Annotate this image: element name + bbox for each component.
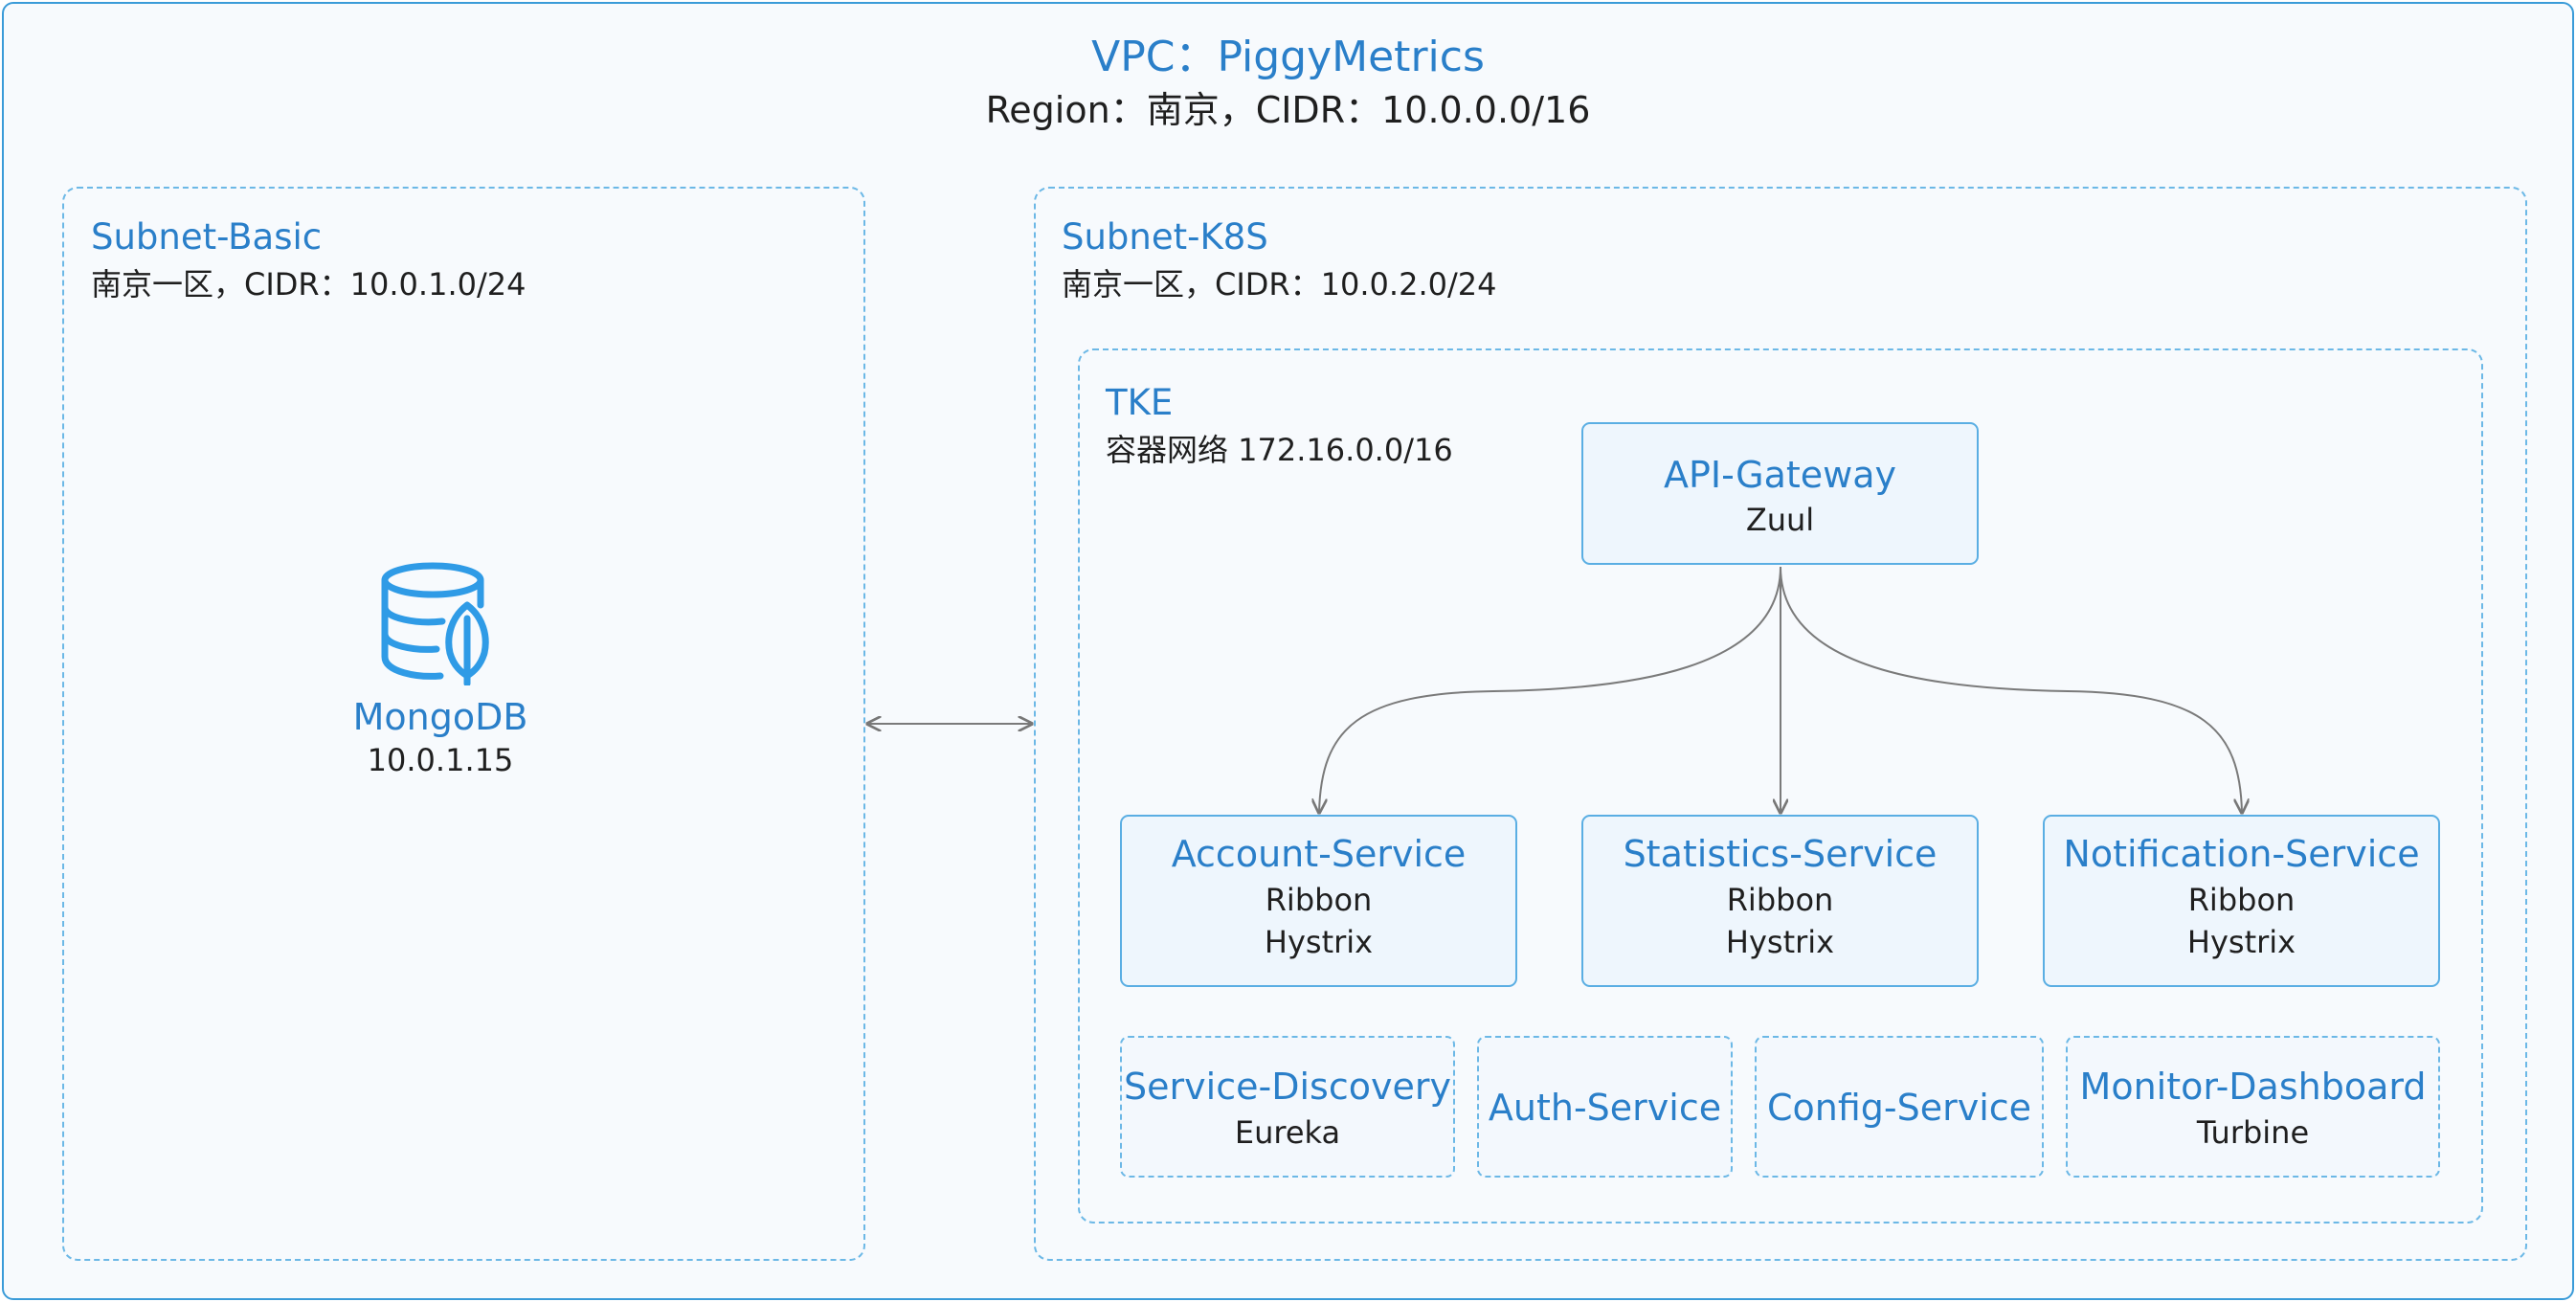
notification-service-box: Notification-Service Ribbon Hystrix (2043, 815, 2440, 987)
service-discovery-sub: Eureka (1234, 1114, 1341, 1151)
service-discovery-box: Service-Discovery Eureka (1120, 1036, 1455, 1178)
mongodb-label: MongoDB (352, 696, 528, 738)
subnet-basic-container (62, 187, 865, 1261)
notification-service-title: Notification-Service (2063, 833, 2420, 875)
tke-title: TKE (1106, 382, 1174, 423)
account-service-title: Account-Service (1171, 833, 1467, 875)
auth-service-box: Auth-Service (1477, 1036, 1733, 1178)
api-gateway-title: API-Gateway (1663, 454, 1897, 496)
vpc-subtitle: Region：南京，CIDR：10.0.0.0/16 (985, 89, 1591, 131)
arrow-gateway-to-account (1319, 566, 1781, 813)
config-service-title: Config-Service (1766, 1087, 2032, 1129)
vpc-title: VPC：PiggyMetrics (1091, 33, 1485, 81)
auth-service-title: Auth-Service (1488, 1087, 1722, 1129)
arrow-gateway-to-notification (1780, 566, 2242, 813)
account-service-box: Account-Service Ribbon Hystrix (1120, 815, 1517, 987)
monitor-dashboard-title: Monitor-Dashboard (2079, 1066, 2427, 1108)
service-discovery-title: Service-Discovery (1124, 1066, 1451, 1108)
notification-service-line1: Ribbon (2187, 882, 2296, 918)
monitor-dashboard-sub: Turbine (2196, 1114, 2310, 1151)
subnet-k8s-info: 南京一区，CIDR：10.0.2.0/24 (1062, 266, 1497, 303)
subnet-k8s-container (1034, 187, 2527, 1261)
statistics-service-line2: Hystrix (1725, 924, 1835, 960)
subnet-basic-title: Subnet-Basic (91, 216, 323, 258)
statistics-service-line1: Ribbon (1726, 882, 1834, 918)
notification-service-line2: Hystrix (2186, 924, 2296, 960)
mongodb-ip: 10.0.1.15 (367, 742, 514, 778)
tke-container (1078, 348, 2483, 1223)
api-gateway-sub: Zuul (1745, 502, 1815, 538)
monitor-dashboard-box: Monitor-Dashboard Turbine (2066, 1036, 2440, 1178)
account-service-line1: Ribbon (1265, 882, 1373, 918)
statistics-service-title: Statistics-Service (1623, 833, 1938, 875)
mongodb-icon (381, 562, 489, 685)
tke-info: 容器网络 172.16.0.0/16 (1106, 432, 1453, 468)
api-gateway-box: API-Gateway Zuul (1581, 422, 1979, 565)
subnet-k8s-title: Subnet-K8S (1062, 216, 1268, 258)
config-service-box: Config-Service (1755, 1036, 2044, 1178)
subnet-basic-info: 南京一区，CIDR：10.0.1.0/24 (91, 266, 526, 303)
account-service-line2: Hystrix (1264, 924, 1374, 960)
statistics-service-box: Statistics-Service Ribbon Hystrix (1581, 815, 1979, 987)
